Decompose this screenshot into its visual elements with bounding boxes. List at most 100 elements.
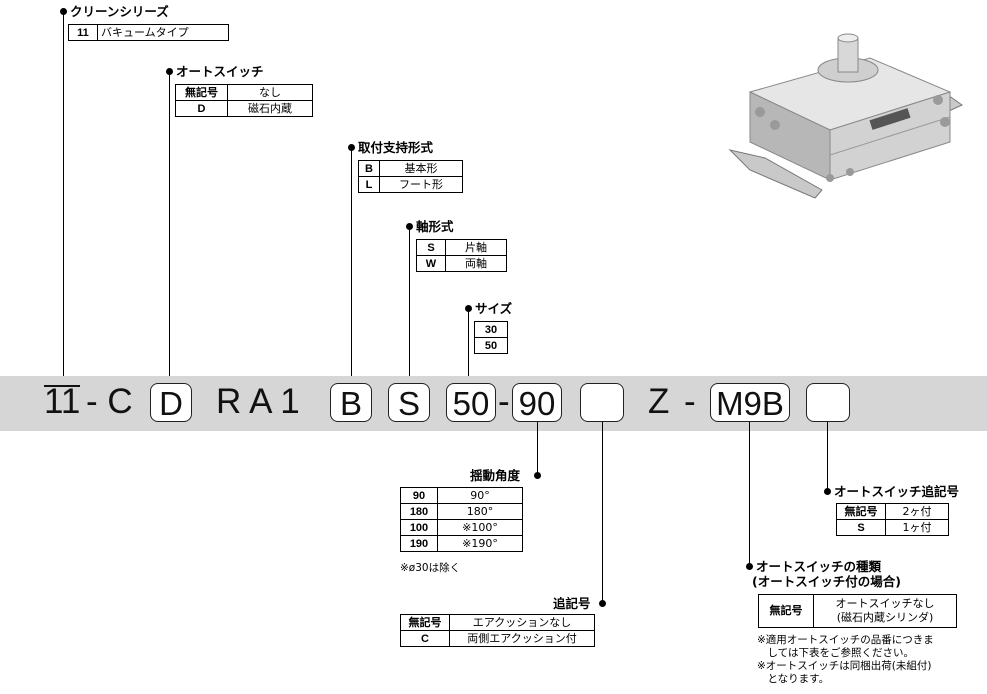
series-overline bbox=[44, 385, 80, 387]
series-options-table: 11 バキュームタイプ bbox=[68, 24, 229, 41]
option-code: 11 bbox=[68, 24, 98, 41]
option-desc: フート形 bbox=[379, 176, 463, 193]
angle-leader-line bbox=[537, 422, 539, 476]
model-dash-2: - bbox=[684, 382, 696, 421]
switch-suffix-options-table: 無記号 2ヶ付 S 1ヶ付 bbox=[836, 503, 949, 536]
shaft-dot bbox=[406, 223, 413, 230]
option-code: C bbox=[400, 630, 450, 647]
size-leader-line bbox=[468, 309, 470, 385]
option-code: 180 bbox=[400, 503, 438, 520]
option-desc: 磁石内蔵 bbox=[227, 100, 313, 117]
option-code: 無記号 bbox=[400, 614, 450, 631]
switch-title: オートスイッチ bbox=[176, 64, 264, 79]
option-desc: エアクッションなし bbox=[449, 614, 595, 631]
suffix-options-table: 無記号 エアクッションなし C 両側エアクッション付 bbox=[400, 614, 595, 647]
switch-suffix-title: オートスイッチ追記号 bbox=[834, 484, 960, 499]
suffix-title: 追記号 bbox=[553, 596, 591, 611]
option-code: 30 bbox=[474, 321, 508, 338]
table-row: 無記号 2ヶ付 bbox=[836, 503, 949, 520]
option-code: L bbox=[358, 176, 380, 193]
option-code: 無記号 bbox=[175, 84, 228, 101]
model-box-shaft: S bbox=[388, 383, 430, 422]
option-code: B bbox=[358, 160, 380, 177]
switch-type-leader-line bbox=[749, 422, 751, 567]
series-leader-line bbox=[63, 12, 65, 386]
shaft-options-table: S 片軸 W 両軸 bbox=[416, 239, 507, 272]
option-code: 190 bbox=[400, 535, 438, 552]
table-row: S 1ヶ付 bbox=[836, 519, 949, 536]
switch-type-options-table: 無記号 オートスイッチなし (磁石内蔵シリンダ) bbox=[758, 594, 957, 628]
model-box-switch: D bbox=[150, 383, 192, 422]
option-desc: ※100° bbox=[437, 519, 523, 536]
shaft-title: 軸形式 bbox=[416, 219, 454, 234]
option-desc: 90° bbox=[437, 487, 523, 504]
option-desc: 180° bbox=[437, 503, 523, 520]
mount-dot bbox=[348, 144, 355, 151]
switch-type-dot bbox=[746, 563, 753, 570]
option-desc: ※190° bbox=[437, 535, 523, 552]
series-title: クリーンシリーズ bbox=[70, 4, 169, 19]
switch-dot bbox=[166, 68, 173, 75]
table-row: D 磁石内蔵 bbox=[175, 100, 313, 117]
switch-type-note-1: ※適用オートスイッチの品番につきま bbox=[757, 634, 934, 646]
table-row: 180 180° bbox=[400, 503, 523, 520]
size-options-table: 30 50 bbox=[474, 321, 508, 354]
model-series-prefix: - C bbox=[86, 382, 133, 421]
option-desc-line-1: オートスイッチなし bbox=[835, 597, 935, 610]
model-letter-z: Z bbox=[648, 382, 670, 421]
switch-type-note-2: しては下表をご参照ください。 bbox=[757, 647, 914, 659]
angle-title: 揺動角度 bbox=[470, 468, 521, 483]
option-desc: 1ヶ付 bbox=[885, 519, 949, 536]
table-row: B 基本形 bbox=[358, 160, 463, 177]
suffix-dot bbox=[599, 600, 606, 607]
option-code: 無記号 bbox=[758, 594, 814, 628]
mount-leader-line bbox=[351, 148, 353, 385]
table-row: S 片軸 bbox=[416, 239, 507, 256]
size-title: サイズ bbox=[475, 301, 513, 316]
option-code: S bbox=[836, 519, 886, 536]
table-row: 30 bbox=[474, 321, 508, 338]
table-row: 無記号 オートスイッチなし (磁石内蔵シリンダ) bbox=[758, 594, 957, 628]
model-box-size: 50 bbox=[446, 383, 496, 422]
option-code: 90 bbox=[400, 487, 438, 504]
switch-type-note-3: ※オートスイッチは同梱出荷(未組付) bbox=[757, 660, 932, 672]
model-dash-1: - bbox=[498, 382, 510, 421]
switch-type-note-4: となります。 bbox=[757, 673, 830, 685]
option-desc: バキュームタイプ bbox=[97, 24, 229, 41]
suffix-leader-line bbox=[602, 422, 604, 604]
table-row: C 両側エアクッション付 bbox=[400, 630, 595, 647]
shaft-leader-line bbox=[409, 227, 411, 385]
mount-title: 取付支持形式 bbox=[358, 140, 434, 155]
table-row: 50 bbox=[474, 337, 508, 354]
model-box-mount: B bbox=[330, 383, 372, 422]
angle-note: ※ø30は除く bbox=[400, 562, 461, 574]
switch-suffix-dot bbox=[824, 488, 831, 495]
switch-type-title: オートスイッチの種類 bbox=[756, 559, 882, 574]
option-code: 50 bbox=[474, 337, 508, 354]
model-box-switch-suffix bbox=[806, 383, 850, 422]
model-series-number: 11 bbox=[44, 382, 81, 421]
option-desc: 基本形 bbox=[379, 160, 463, 177]
table-row: W 両軸 bbox=[416, 255, 507, 272]
series-dot bbox=[60, 8, 67, 15]
angle-options-table: 90 90° 180 180° 100 ※100° 190 ※190° bbox=[400, 487, 523, 552]
table-row: L フート形 bbox=[358, 176, 463, 193]
option-desc: 両軸 bbox=[445, 255, 507, 272]
table-row: 11 バキュームタイプ bbox=[68, 24, 229, 41]
size-dot bbox=[465, 305, 472, 312]
option-desc: 片軸 bbox=[445, 239, 507, 256]
option-desc-line-2: (磁石内蔵シリンダ) bbox=[836, 611, 934, 624]
model-box-switch-type: M9B bbox=[710, 383, 790, 422]
switch-leader-line bbox=[169, 72, 171, 385]
option-desc: 2ヶ付 bbox=[885, 503, 949, 520]
table-row: 無記号 なし bbox=[175, 84, 313, 101]
option-code: 100 bbox=[400, 519, 438, 536]
switch-options-table: 無記号 なし D 磁石内蔵 bbox=[175, 84, 313, 117]
rotary-actuator-product-image bbox=[728, 33, 963, 199]
option-code: W bbox=[416, 255, 446, 272]
switch-type-subtitle: (オートスイッチ付の場合) bbox=[752, 574, 901, 589]
table-row: 100 ※100° bbox=[400, 519, 523, 536]
table-row: 90 90° bbox=[400, 487, 523, 504]
option-desc: オートスイッチなし (磁石内蔵シリンダ) bbox=[813, 594, 957, 628]
angle-dot bbox=[534, 472, 541, 479]
